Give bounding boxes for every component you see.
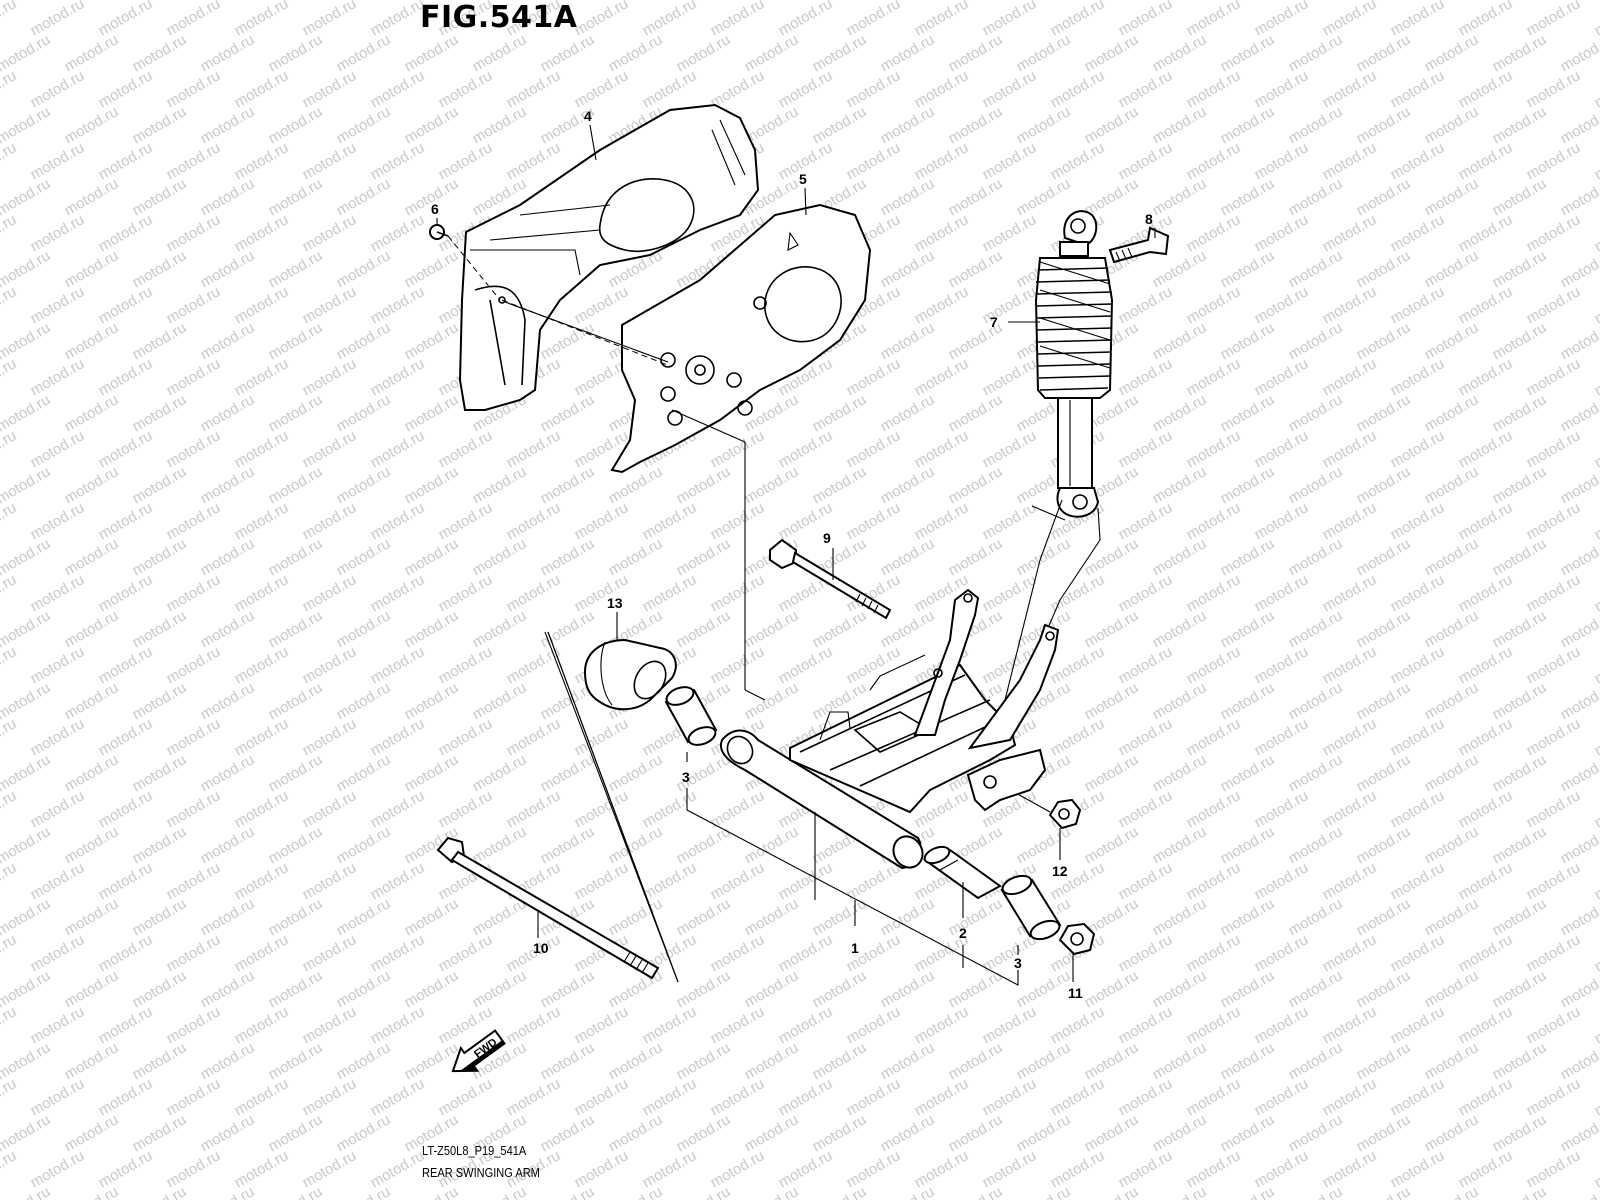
figure-title: FIG.541A [420,0,578,35]
callout-11: 9 [823,530,831,546]
part-13-bracket[interactable] [583,638,677,711]
alignment-lines [447,235,1066,813]
callout-6: 4 [584,108,592,124]
leader-lines [436,124,1156,986]
part-3-bush-right[interactable] [1000,872,1062,942]
part-10-bolt[interactable] [1108,226,1170,264]
part-1-swing-arm[interactable] [720,588,1060,873]
part-12-nut[interactable] [1048,798,1082,830]
part-7-inner-plate[interactable] [610,203,872,474]
part-9-shock-absorber[interactable] [999,210,1114,741]
callout-10: 8 [1145,211,1153,227]
callout-3-left: 3 [682,769,690,785]
callout-triangle-edge [547,631,679,983]
part-4-pivot-shaft[interactable] [436,836,660,980]
part-2-collar[interactable] [922,844,1002,900]
part-6-chain-cover[interactable] [458,103,760,411]
part-5-nut[interactable] [1058,922,1096,956]
callout-9: 7 [990,314,998,330]
figure-name: REAR SWINGING ARM [422,1165,540,1180]
callout-3-right: 3 [1014,955,1022,971]
callout-13: 13 [607,595,623,611]
fwd-arrow: FWD [451,1029,506,1073]
callout-2: 2 [959,925,967,941]
callout-4: 10 [533,940,549,956]
callout-5: 11 [1068,985,1083,1001]
callout-7: 5 [799,171,807,187]
part-8-screw[interactable] [429,224,449,240]
callout-8: 6 [431,201,439,217]
part-11-long-bolt[interactable] [769,538,892,620]
part-3-bush-left[interactable] [664,684,718,749]
callout-1: 1 [851,940,859,956]
callout-12: 12 [1052,863,1068,879]
figure-code: LT-Z50L8_P19_541A [422,1143,527,1158]
